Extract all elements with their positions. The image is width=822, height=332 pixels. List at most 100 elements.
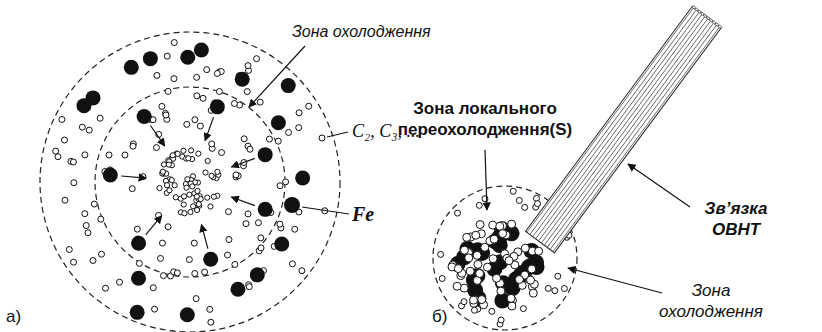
iron-particle <box>295 170 310 185</box>
carbon-particle <box>188 148 193 153</box>
carbon-particle <box>207 306 213 312</box>
iron-particle <box>210 99 225 114</box>
carbon-particle <box>181 202 186 207</box>
carbon-particle <box>215 169 220 174</box>
nanotube <box>527 7 694 232</box>
carbon-particle <box>175 151 180 156</box>
nanotube <box>550 25 717 250</box>
iron-particle <box>130 305 145 320</box>
carbon-particle <box>61 137 67 143</box>
carbon-particle <box>214 70 220 76</box>
leader-line <box>302 207 349 214</box>
carbon-particle <box>196 202 201 207</box>
carbon-particle <box>209 173 214 178</box>
carbon-particle <box>508 302 516 310</box>
carbon-particle <box>129 186 135 192</box>
carbon-particle <box>157 255 163 261</box>
carbon-particle <box>455 210 461 216</box>
carbon-particle <box>472 231 480 239</box>
carbon-particle <box>194 93 200 99</box>
carbon-particle <box>552 288 558 294</box>
carbon-particle <box>275 138 281 144</box>
carbon-particle <box>165 224 171 230</box>
carbon-particle <box>186 156 191 161</box>
carbon-particle <box>535 201 541 207</box>
carbon-particle <box>245 211 251 217</box>
carbon-particle <box>169 178 174 183</box>
carbon-particle <box>98 216 104 222</box>
leader-line <box>485 150 487 210</box>
carbon-particle <box>438 251 444 257</box>
iron-particle <box>203 252 218 267</box>
carbon-particle <box>204 67 210 73</box>
carbon-particle <box>483 263 491 271</box>
carbon-particle <box>55 154 61 160</box>
carbon-particle <box>219 150 225 156</box>
carbon-particle <box>515 276 523 284</box>
carbon-particle <box>296 125 302 131</box>
carbon-particle <box>157 185 162 190</box>
carbon-particle <box>209 141 215 147</box>
carbon-particle <box>255 220 261 226</box>
carbon-particle <box>258 235 264 241</box>
carbon-particle <box>194 74 200 80</box>
carbon-particle <box>197 123 203 129</box>
carbon-particle <box>182 211 187 216</box>
carbon-particle <box>184 185 189 190</box>
carbon-particle <box>283 179 289 185</box>
carbon-particle <box>478 296 486 304</box>
iron-particle <box>103 168 118 183</box>
carbon-particle <box>106 152 112 158</box>
carbon-particle <box>465 254 473 262</box>
carbon-particle <box>163 112 169 118</box>
carbon-particle <box>516 197 522 203</box>
carbon-particle <box>184 121 190 127</box>
zone-label: Зона охолодження <box>652 280 770 323</box>
iron-particle <box>284 197 300 213</box>
carbon-particle <box>216 89 222 95</box>
flow-arrows <box>121 117 255 248</box>
carbon-particle <box>520 306 526 312</box>
iron-particle <box>131 271 146 286</box>
carbon-particle <box>86 127 92 133</box>
iron-particle <box>235 72 250 87</box>
carbon-particle <box>476 221 484 229</box>
nanotube <box>553 27 720 252</box>
carbon-particle <box>226 237 232 243</box>
carbon-particle <box>159 103 165 109</box>
carbon-particle <box>150 285 156 291</box>
carbon-particle <box>79 124 85 130</box>
carbon-particle <box>130 143 136 149</box>
carbon-particle <box>292 226 298 232</box>
carbon-particle <box>545 285 551 291</box>
carbon-particle <box>470 296 478 304</box>
iron-particle <box>180 50 195 65</box>
carbon-particle <box>461 299 467 305</box>
carbon-particle <box>555 273 561 279</box>
iron-particle <box>194 43 209 58</box>
leader-line <box>628 164 690 207</box>
carbon-particle <box>489 308 495 314</box>
carbon-particle <box>152 306 158 312</box>
carbon-particle <box>136 260 142 266</box>
carbon-particle <box>521 244 529 252</box>
carbon-particle <box>243 221 249 227</box>
iron-particle <box>131 236 146 251</box>
carbon-particle <box>153 145 159 151</box>
flow-arrow <box>146 216 162 235</box>
carbon-particle <box>170 153 175 158</box>
carbon-particle <box>188 209 193 214</box>
carbon-particle <box>258 245 264 251</box>
carbon-particle <box>233 172 239 178</box>
carbon-particle <box>160 273 166 279</box>
carbon-particle <box>97 115 103 121</box>
carbon-particle <box>66 247 72 253</box>
flow-arrow <box>231 158 254 167</box>
zone-label: Зона локального переохолодження(S) <box>385 98 585 141</box>
carbon-particle <box>71 180 77 186</box>
flow-arrow <box>205 117 214 140</box>
leader-line <box>327 132 348 137</box>
carbon-particle <box>528 265 536 273</box>
carbon-particle <box>70 159 76 165</box>
flow-arrow <box>201 225 207 249</box>
